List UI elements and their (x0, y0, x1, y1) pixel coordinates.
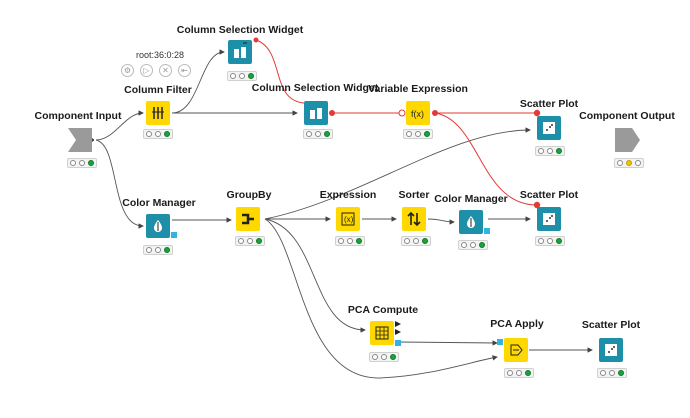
variable-expression-status (403, 129, 433, 139)
expression-status (335, 236, 365, 246)
scatter-plot-3-node[interactable] (599, 338, 623, 362)
groupby-node[interactable] (236, 207, 260, 231)
component-input-status (67, 158, 97, 168)
matrix-icon (375, 326, 389, 340)
column-selection-widget-top-node[interactable] (228, 40, 252, 64)
scatter-plot-1-status (535, 146, 565, 156)
variable-expression-label: Variable Expression (368, 83, 468, 95)
color-manager-2-node[interactable] (459, 210, 483, 234)
scatter-plot-3-status (597, 368, 627, 378)
expression-icon: (x) (341, 212, 355, 226)
flow-variable-connection (255, 39, 305, 104)
scatter-plot-icon (543, 122, 555, 134)
color-manager-2-label: Color Manager (434, 193, 508, 205)
connection (427, 218, 455, 225)
scatter-plot-2-node[interactable] (537, 207, 561, 231)
pca-model-inport[interactable] (497, 339, 503, 345)
drop-icon (154, 220, 162, 232)
component-input-node[interactable] (66, 127, 95, 153)
connection (95, 139, 144, 229)
connection (95, 110, 144, 141)
column-filter-node[interactable] (146, 101, 170, 125)
expression-node[interactable]: (x) (336, 207, 360, 231)
scatter-plot-2-status (535, 236, 565, 246)
play-icon[interactable]: ▷ (140, 64, 153, 77)
svg-text:(x): (x) (344, 215, 354, 224)
drop-icon (467, 216, 475, 228)
pca-compute-label: PCA Compute (347, 304, 419, 316)
connection (264, 218, 366, 333)
scatter-plot-1-node[interactable] (537, 116, 561, 140)
cancel-icon[interactable]: ✕ (159, 64, 172, 77)
pca-apply-node[interactable] (504, 338, 528, 362)
scatter-plot-icon (543, 213, 555, 225)
connection (171, 49, 225, 114)
groupby-icon (242, 213, 254, 225)
svg-text:f(x): f(x) (411, 109, 424, 119)
scatter-plot-3-label: Scatter Plot (581, 319, 641, 331)
sort-icon (407, 211, 421, 227)
function-icon: f(x) (411, 109, 424, 119)
column-filter-icon (152, 107, 164, 119)
groupby-label: GroupBy (226, 189, 272, 201)
column-selection-widget-top-label: Column Selection Widget (176, 24, 304, 36)
reset-icon[interactable]: ⇤ (178, 64, 191, 77)
scatter-plot-icon (605, 344, 617, 356)
component-output-node[interactable] (614, 127, 642, 153)
node-id-label: root:36:0:28 (135, 50, 185, 60)
connection (264, 127, 531, 220)
column-filter-status (143, 129, 173, 139)
pca-model-port[interactable] (395, 340, 401, 346)
color-manager-1-label: Color Manager (122, 197, 196, 209)
scatter-plot-2-label: Scatter Plot (519, 189, 579, 201)
pca-compute-outports[interactable] (395, 320, 403, 338)
expression-label: Expression (319, 189, 377, 201)
column-selection-widget-mid-status (303, 129, 333, 139)
sorter-label: Sorter (398, 189, 430, 201)
color-manager-1-status (143, 245, 173, 255)
gear-icon[interactable]: ⚙ (121, 64, 134, 77)
column-selection-widget-mid-label: Column Selection Widget (251, 82, 379, 94)
sorter-status (401, 236, 431, 246)
pca-compute-status (369, 352, 399, 362)
component-output-status (614, 158, 644, 168)
scatter-plot-1-label: Scatter Plot (519, 98, 579, 110)
sorter-node[interactable] (402, 207, 426, 231)
widget-icon (234, 42, 247, 58)
component-input-label: Component Input (34, 110, 122, 122)
column-filter-label: Column Filter (124, 84, 192, 96)
pca-apply-icon (510, 344, 523, 356)
widget-icon (310, 108, 322, 119)
connection (264, 218, 498, 379)
color-manager-1-node[interactable] (146, 214, 170, 238)
pca-compute-node[interactable] (370, 321, 394, 345)
pca-apply-status (504, 368, 534, 378)
component-output-label: Component Output (579, 110, 675, 122)
connection (398, 340, 498, 346)
color-model-port[interactable] (484, 228, 490, 234)
pca-apply-label: PCA Apply (490, 318, 544, 330)
column-selection-widget-top-status (227, 71, 257, 81)
flow-variable-connection (434, 112, 538, 206)
column-selection-widget-mid-node[interactable] (304, 101, 328, 125)
color-manager-2-status (458, 240, 488, 250)
groupby-status (235, 236, 265, 246)
color-model-port[interactable] (171, 232, 177, 238)
variable-expression-node[interactable]: f(x) (406, 101, 430, 125)
